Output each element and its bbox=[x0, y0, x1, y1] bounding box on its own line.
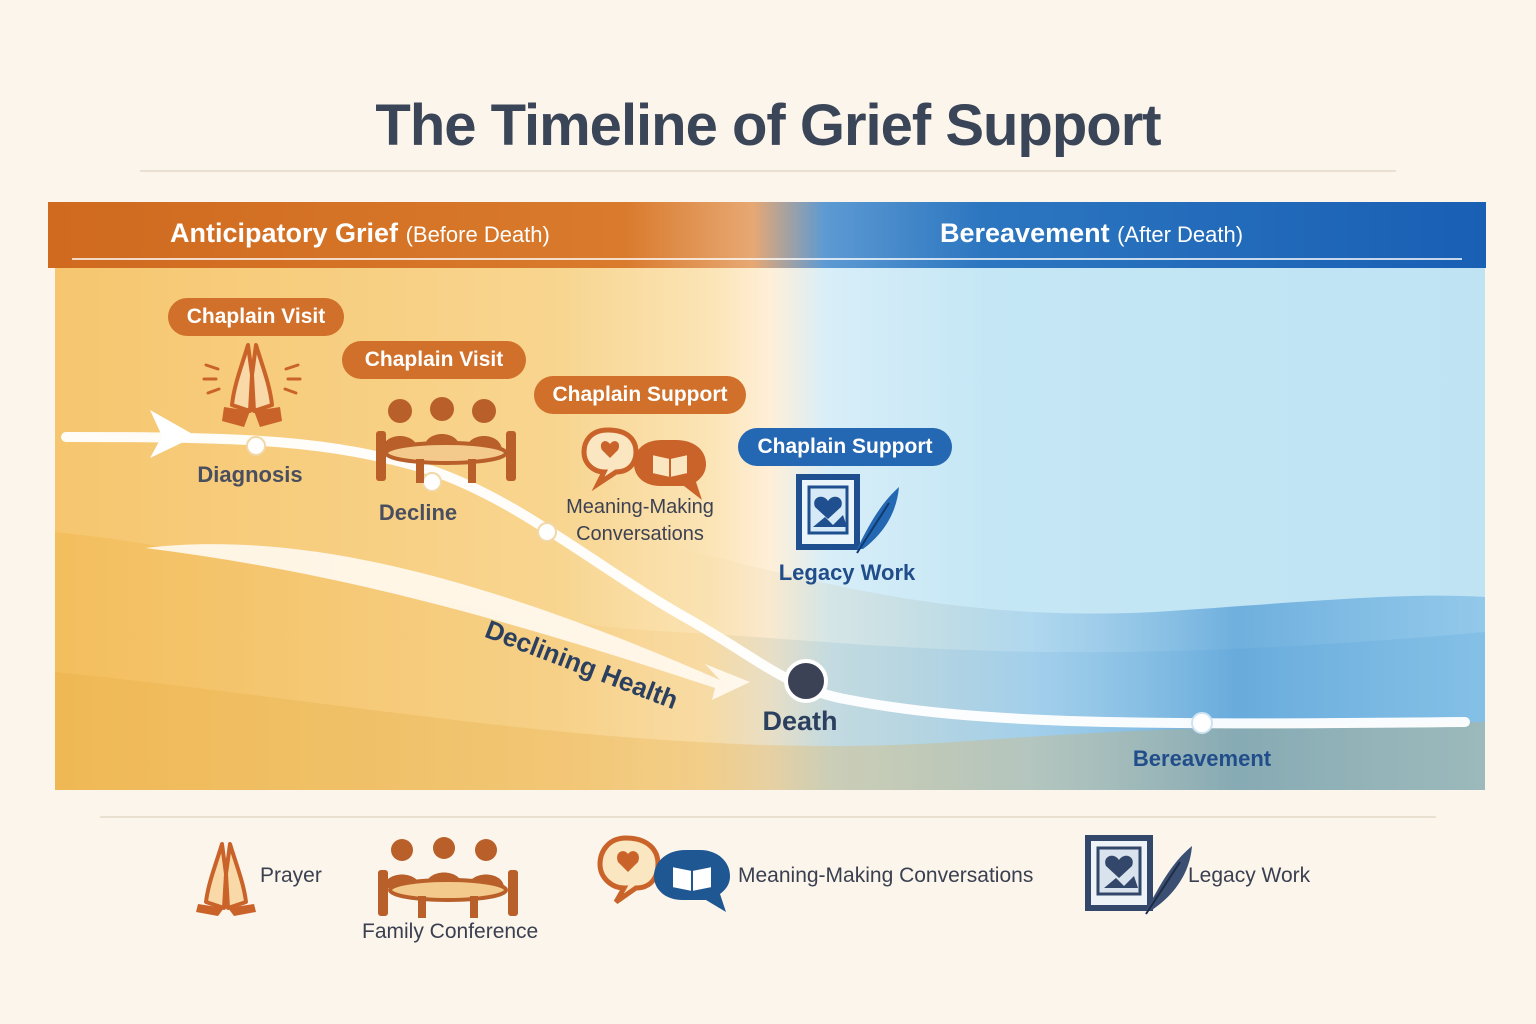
milestone-label-meaning-making: Meaning-Making Conversations bbox=[566, 496, 714, 545]
phase-header-rule bbox=[72, 258, 1462, 260]
legend-conversation-bubbles-icon bbox=[597, 835, 730, 912]
milestone-dot-diagnosis bbox=[246, 436, 266, 456]
phase-label-bereavement: Bereavement (After Death) bbox=[940, 218, 1244, 248]
legend-divider bbox=[100, 816, 1436, 818]
legend-legacy-frame-quill-icon bbox=[1085, 835, 1192, 915]
timeline-start-arrow bbox=[150, 410, 196, 458]
milestone-dot-bereavement bbox=[1191, 712, 1213, 734]
title-divider bbox=[140, 170, 1396, 172]
milestone-label-death: Death bbox=[762, 706, 838, 736]
callout-chaplain-visit-2: Chaplain Visit bbox=[342, 341, 526, 379]
milestone-label-diagnosis: Diagnosis bbox=[197, 462, 303, 487]
milestone-label-bereavement: Bereavement bbox=[1132, 746, 1272, 771]
milestone-label-decline: Decline bbox=[378, 500, 458, 525]
milestone-dot-death bbox=[784, 659, 828, 703]
timeline-panel bbox=[55, 202, 1485, 790]
legend-label-prayer: Prayer bbox=[260, 864, 322, 887]
legend-praying-hands-icon bbox=[196, 842, 256, 916]
callout-chaplain-visit-1: Chaplain Visit bbox=[168, 298, 344, 336]
phase-label-anticipatory: Anticipatory Grief (Before Death) bbox=[170, 218, 550, 248]
legacy-work-annotation: Legacy Work bbox=[778, 560, 916, 585]
page-title: The Timeline of Grief Support bbox=[375, 93, 1161, 158]
conversation-bubbles-icon bbox=[581, 427, 706, 500]
callout-chaplain-support-2: Chaplain Support bbox=[738, 428, 952, 466]
callout-chaplain-support-1: Chaplain Support bbox=[534, 376, 746, 414]
family-conference-icon bbox=[376, 397, 516, 483]
legend-label-meaning-making: Meaning-Making Conversations bbox=[738, 864, 1034, 887]
praying-hands-icon bbox=[202, 343, 302, 427]
phase-header-bar bbox=[48, 202, 1486, 268]
legacy-frame-quill-icon bbox=[796, 474, 899, 554]
legend-family-conference-icon bbox=[378, 837, 518, 918]
milestone-dot-meaning bbox=[537, 522, 557, 542]
timeline-curve bbox=[61, 432, 1470, 729]
legend-label-family-conference: Family Conference bbox=[362, 920, 539, 943]
legend-label-legacy-work: Legacy Work bbox=[1188, 864, 1311, 887]
